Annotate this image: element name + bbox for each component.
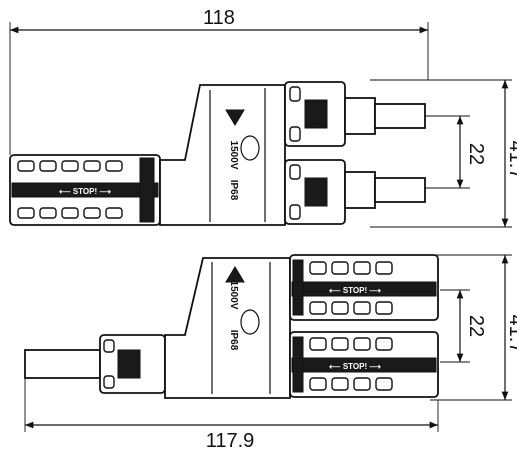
bottom-output-upper: ⟵ STOP! ⟶ [289,254,439,321]
bottom-connector-view: 41.7 22 117.9 1500V IP68 ⟵ STOP! ⟶ [24,254,517,452]
lock-ring-icon [240,135,260,161]
warning-triangle-icon [225,109,245,126]
top-y-body [159,84,286,226]
bottom-stop-label-upper: ⟵ STOP! ⟶ [329,286,381,295]
top-rating-label: 1500V [228,141,239,170]
lock-ring-icon [240,309,260,335]
bottom-output-lower: ⟵ STOP! ⟶ [289,331,439,398]
bottom-rating-label: 1500V [228,281,239,310]
bottom-ip-label: IP68 [228,330,239,351]
bottom-width-label: 117.9 [206,430,255,452]
top-left-grip-slots [17,160,123,219]
top-width-label: 118 [203,7,235,29]
top-pitch-label: 22 [465,143,487,165]
bottom-pitch-label: 22 [465,315,487,337]
top-ip-label: IP68 [228,180,239,201]
top-connector-view: 118 41.7 22 ⟵ STOP! ⟶ [9,7,517,228]
top-height-label: 41.7 [505,141,517,180]
warning-triangle-icon [225,266,245,283]
top-left-stop-band [11,182,159,198]
top-output-lower [284,159,426,225]
bottom-left-pin [24,349,101,379]
top-output-upper [284,81,426,147]
bottom-stop-label-lower: ⟵ STOP! ⟶ [329,362,381,371]
bottom-height-label: 41.7 [505,315,517,354]
top-left-latch [139,157,155,223]
top-stop-label: ⟵ STOP! ⟶ [59,187,111,196]
